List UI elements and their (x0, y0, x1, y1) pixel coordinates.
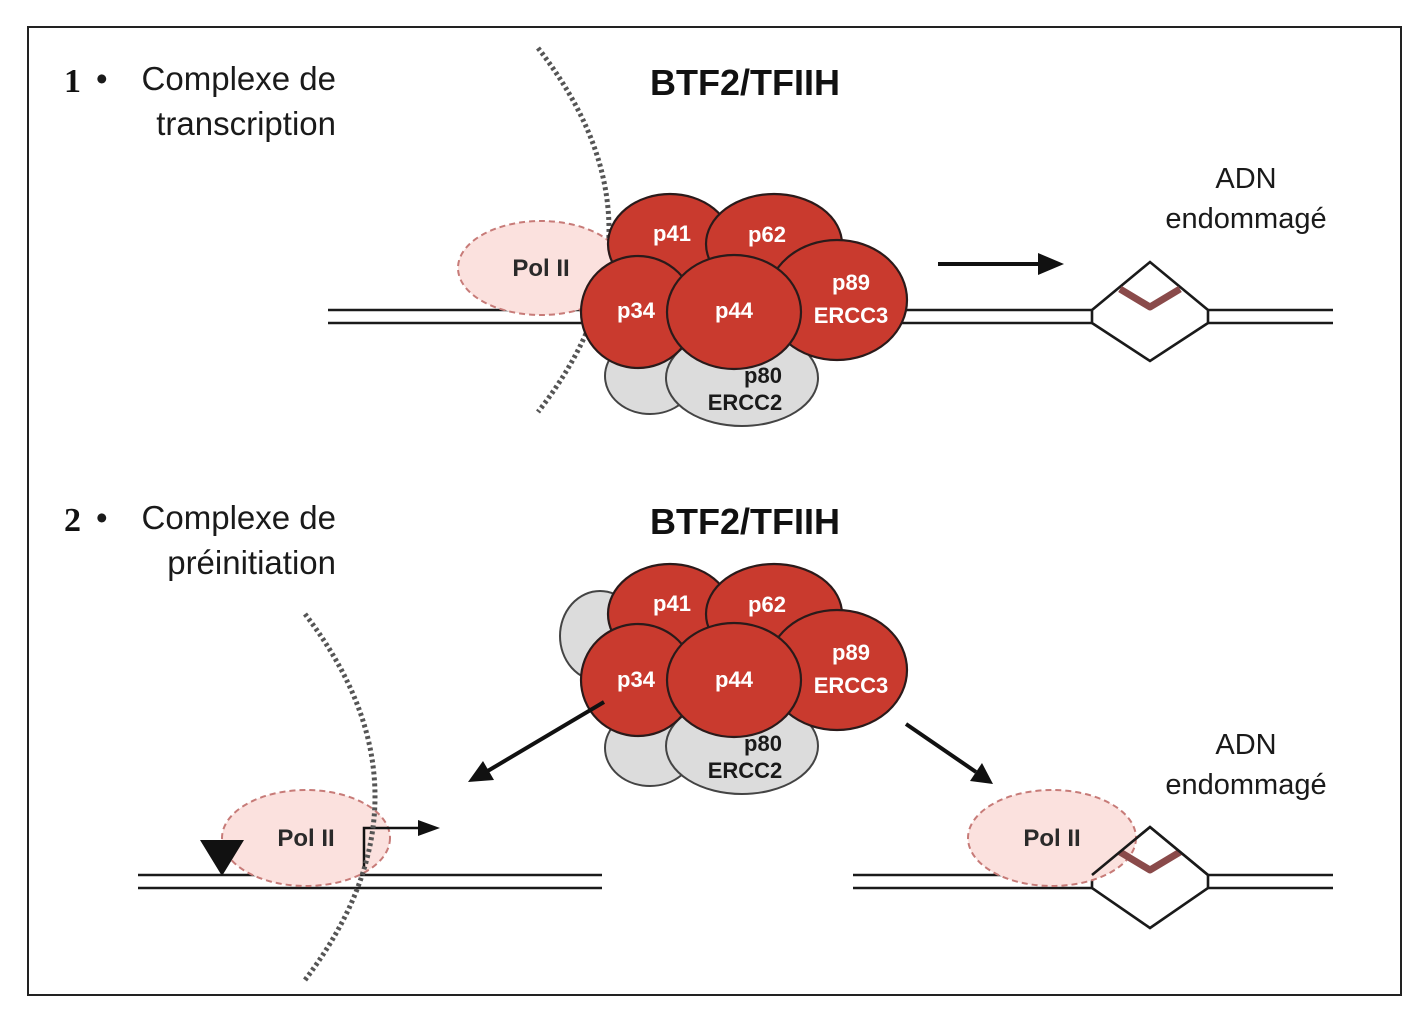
panel-1-p44-subunit (665, 253, 803, 371)
panel-2-boundary-arc (303, 612, 378, 982)
panel-1-tfiih-complex: p41 p62 p34 p44 p89 ERCC3 p80 ERCC2 (579, 192, 909, 427)
panel-1-dna-lesion (1118, 285, 1182, 311)
panel-2-p34-label: p34 (617, 667, 656, 692)
panel-1-number: 1 (64, 63, 81, 100)
panel-2-left-arrow-shaft (484, 700, 606, 774)
panel-1-boundary-arc (536, 46, 612, 414)
panel-2-right-pol-ii-label: Pol II (1023, 825, 1080, 852)
panel-1-ercc3-label: ERCC3 (814, 303, 889, 328)
panel-2-right-arrow-shaft (904, 722, 978, 774)
panel-2-tfiih-complex: p41 p62 p34 p44 p89 ERCC3 p80 ERCC2 (559, 562, 909, 795)
panel-2-left-pol-ii-label: Pol II (277, 825, 334, 852)
panel-2-adn-label-line2: endommagé (1165, 769, 1326, 801)
panel-1-ercc2-label: ERCC2 (708, 390, 783, 415)
panel-1-p34-label: p34 (617, 298, 656, 323)
panel-2-p89-label: p89 (832, 640, 870, 665)
panel-2-p80-label: p80 (744, 731, 782, 756)
panel-1-p44-label: p44 (715, 298, 754, 323)
panel-2-number: 2 (64, 502, 81, 539)
figure-frame (27, 26, 1402, 996)
panel-1-complex-title: BTF2/TFIIH (650, 62, 840, 103)
panel-2-bullet: • (96, 499, 108, 536)
panel-2-dna-lesion (1118, 848, 1182, 874)
panel-1-p80-label: p80 (744, 363, 782, 388)
panel-2-ercc3-label: ERCC3 (814, 673, 889, 698)
panel-2-start-site-arrow-head (418, 820, 440, 836)
panel-1: 1 • Complexe de transcription BTF2/TFIIH… (64, 46, 1333, 427)
panel-2-adn-label-line1: ADN (1215, 729, 1276, 761)
panel-1-p41-label: p41 (653, 221, 691, 246)
panel-2-p44-label: p44 (715, 667, 754, 692)
panel-2-complex-title: BTF2/TFIIH (650, 501, 840, 542)
panel-1-dna (328, 260, 1333, 363)
panel-1-pol-ii-label: Pol II (512, 255, 569, 282)
panel-2-left-arrow-head (468, 761, 494, 782)
panel-1-adn-label-line1: ADN (1215, 163, 1276, 195)
panel-2-promoter-triangle (200, 840, 244, 876)
panel-2-p44-subunit (665, 621, 803, 739)
panel-2-left-pol-ii (221, 789, 391, 887)
panel-2-ercc2-label: ERCC2 (708, 758, 783, 783)
panel-1-arrow-head (1038, 253, 1064, 275)
panel-2-start-site-arrow (362, 826, 420, 868)
panel-2-p41-label: p41 (653, 591, 691, 616)
panel-2-promoter-dna (138, 873, 602, 890)
panel-1-dna-bubble (1090, 260, 1210, 363)
panel-2-title-line2: préinitiation (167, 544, 336, 581)
panel-1-bullet: • (96, 60, 108, 97)
panel-2-p62-label: p62 (748, 592, 786, 617)
panel-1-title-line2: transcription (156, 105, 336, 142)
panel-2-title-line1: Complexe de (142, 499, 336, 536)
panel-1-title-line1: Complexe de (142, 60, 336, 97)
panel-1-p62-label: p62 (748, 222, 786, 247)
panel-2: 2 • Complexe de préinitiation BTF2/TFIIH… (64, 499, 1333, 982)
panel-2-right-arrow-head (970, 763, 993, 784)
panel-1-adn-label-line2: endommagé (1165, 203, 1326, 235)
panel-1-p89-label: p89 (832, 270, 870, 295)
panel-2-dna-bubble-top (1091, 825, 1209, 877)
